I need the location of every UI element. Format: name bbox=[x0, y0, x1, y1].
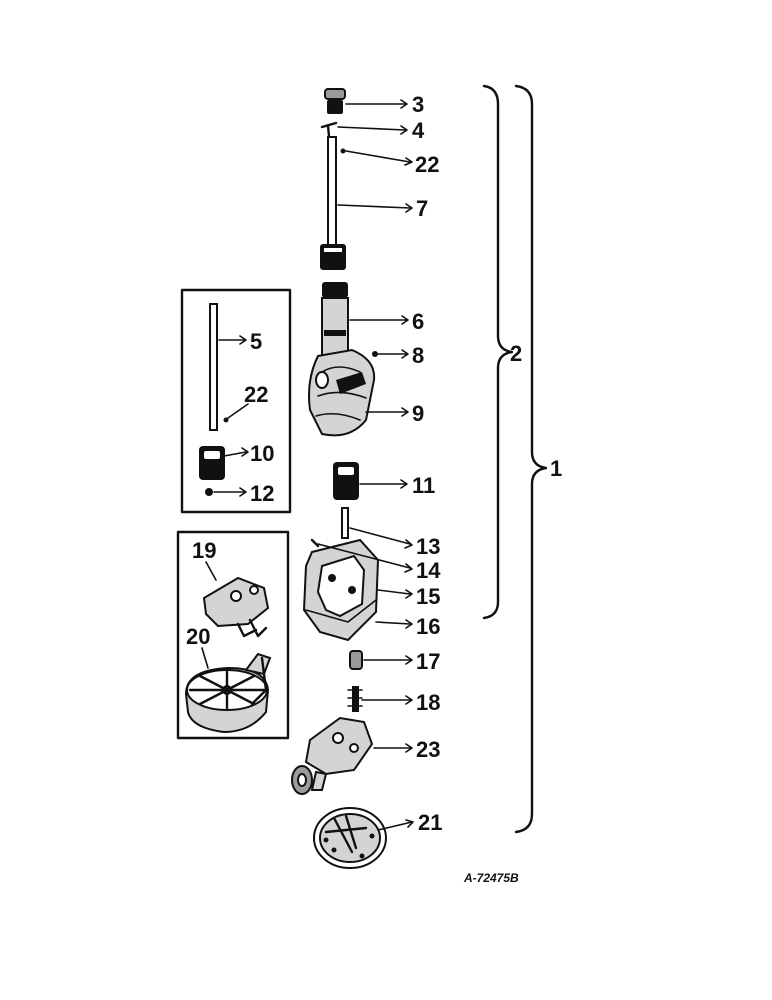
inset-box-top bbox=[180, 288, 292, 514]
callout-9: 9 bbox=[412, 401, 424, 426]
part-21-screen bbox=[313, 807, 387, 869]
part-7-gear bbox=[320, 244, 346, 270]
callout-19: 19 bbox=[192, 538, 216, 563]
part-6-tube-housing bbox=[321, 282, 349, 357]
callout-6: 6 bbox=[412, 309, 424, 334]
part-18-bolt bbox=[347, 686, 363, 712]
part-20-strainer bbox=[184, 652, 272, 734]
callout-18: 18 bbox=[416, 690, 440, 715]
part-17-nut bbox=[349, 650, 363, 670]
callout-7: 7 bbox=[416, 196, 428, 221]
callout-11: 11 bbox=[412, 473, 435, 498]
callout-14: 14 bbox=[416, 558, 441, 583]
callout-22b: 22 bbox=[244, 382, 268, 407]
callout-12: 12 bbox=[250, 481, 274, 506]
callout-16: 16 bbox=[416, 614, 440, 639]
callout-13: 13 bbox=[416, 534, 440, 559]
figure-code: A-72475B bbox=[463, 871, 519, 885]
part-11-gear bbox=[333, 462, 359, 500]
bracket-1 bbox=[514, 84, 548, 834]
part-14-dowel bbox=[310, 538, 320, 548]
callout-8: 8 bbox=[412, 343, 424, 368]
leader-lines bbox=[201, 99, 414, 831]
part-22-ball bbox=[340, 148, 346, 154]
part-5-shaft bbox=[209, 303, 218, 431]
part-12-ball bbox=[205, 488, 213, 496]
inset-box-bottom bbox=[176, 530, 290, 740]
part-13-pin bbox=[341, 507, 349, 539]
part-7-shaft bbox=[327, 136, 337, 246]
bracket-2 bbox=[482, 84, 514, 620]
part-9-pump-body bbox=[308, 348, 376, 437]
part-23-cover bbox=[291, 716, 374, 795]
callout-1: 1 bbox=[550, 456, 562, 481]
part-22-ball-inset bbox=[223, 417, 229, 423]
part-19-cover bbox=[202, 576, 270, 638]
part-3-fitting bbox=[324, 88, 346, 114]
callout-22a: 22 bbox=[415, 152, 439, 177]
callout-3: 3 bbox=[412, 92, 424, 117]
callout-2: 2 bbox=[510, 341, 522, 366]
callout-17: 17 bbox=[416, 649, 440, 674]
callout-4: 4 bbox=[412, 118, 425, 143]
callout-23: 23 bbox=[416, 737, 440, 762]
callout-21: 21 bbox=[418, 810, 442, 835]
part-8-ball bbox=[372, 351, 378, 357]
part-10-gear bbox=[199, 446, 225, 480]
callout-15: 15 bbox=[416, 584, 440, 609]
part-15-pump-housing bbox=[302, 538, 380, 642]
callout-10: 10 bbox=[250, 441, 274, 466]
callout-5: 5 bbox=[250, 329, 262, 354]
callout-20: 20 bbox=[186, 624, 210, 649]
